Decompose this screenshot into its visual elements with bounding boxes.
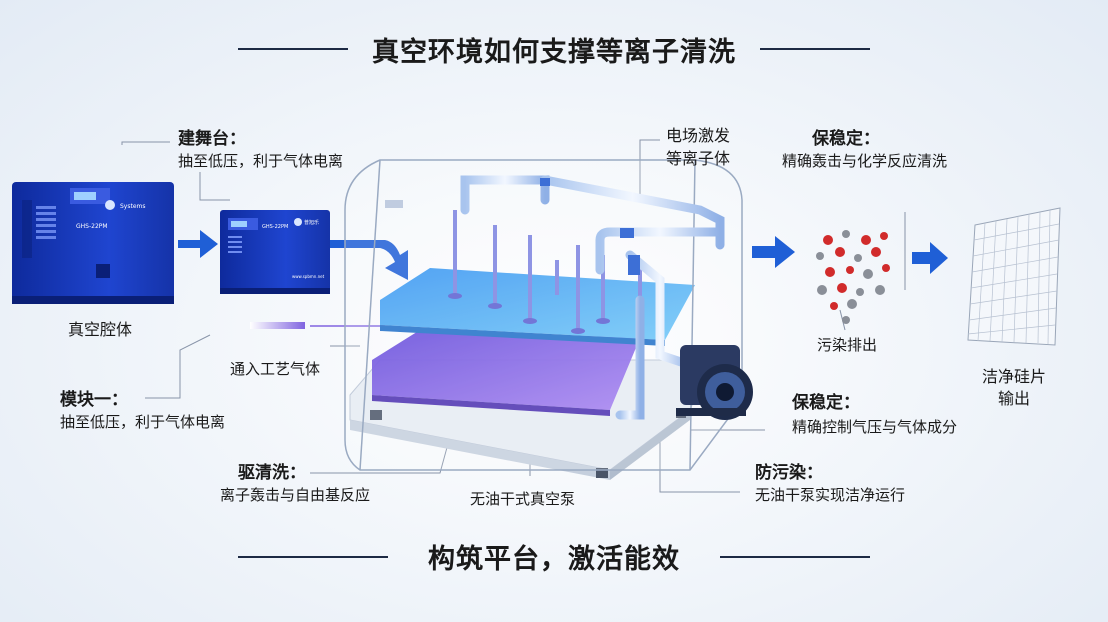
drive-clean-heading: 驱清洗： [238, 463, 306, 483]
vacuum-pump-unit-1: Systems GHS-22PM [12, 182, 174, 304]
build-stage-desc: 抽至低压，利于气体电离 [178, 152, 344, 170]
module-one-heading: 模块一： [60, 390, 128, 410]
title-rule-right [760, 48, 870, 50]
footer-rule-right [720, 556, 870, 558]
anti-pollution-desc: 无油干泵实现洁净运行 [755, 486, 906, 504]
footer-rule-left [238, 556, 388, 558]
flow-arrow-4 [912, 242, 948, 274]
blue-electrode-plate [380, 268, 695, 340]
module-one-desc: 抽至低压，利于气体电离 [60, 413, 226, 431]
anti-pollution-heading: 防污染： [755, 463, 823, 483]
vacuum-pump-unit-2: GHS-22PM 普旭乐 www.spbmn.net [220, 210, 330, 294]
dry-pump-label: 无油干式真空泵 [470, 490, 576, 508]
keep-stable-2-heading: 保稳定： [792, 393, 860, 413]
process-gas-label: 通入工艺气体 [230, 360, 321, 378]
dry-vacuum-pump [676, 345, 753, 420]
process-gas-bar [250, 322, 305, 329]
clean-silicon-wafer [967, 207, 1061, 346]
flow-arrow-2 [330, 240, 408, 280]
keep-stable-1-desc: 精确轰击与化学反应清洗 [782, 152, 948, 170]
contaminant-out-label: 污染排出 [817, 336, 878, 354]
title-rule-left [238, 48, 348, 50]
footer-title: 构筑平台，激活能效 [428, 544, 680, 575]
unit2-url: www.spbmn.net [292, 274, 325, 279]
gas-pipes [460, 175, 725, 420]
page-title: 真空环境如何支撑等离子清洗 [372, 37, 736, 68]
unit2-model: GHS-22PM [262, 224, 288, 230]
purple-plasma-plate [372, 330, 640, 410]
contaminant-particles [816, 230, 890, 324]
drive-clean-desc: 离子轰击与自由基反应 [220, 486, 371, 504]
flow-arrow-3 [752, 236, 795, 268]
keep-stable-1-heading: 保稳定： [812, 129, 880, 149]
vacuum-chamber-label: 真空腔体 [68, 320, 133, 339]
flow-arrow-1 [178, 230, 218, 258]
unit1-model: GHS-22PM [76, 223, 108, 230]
field-excite-label: 电场激发 等离子体 [666, 126, 731, 168]
clean-wafer-label: 洁净硅片 输出 [982, 367, 1047, 408]
unit1-brand: Systems [120, 203, 146, 210]
build-stage-heading: 建舞台： [178, 129, 246, 149]
keep-stable-2-desc: 精确控制气压与气体成分 [792, 418, 958, 436]
unit2-brand: 普旭乐 [304, 219, 319, 226]
